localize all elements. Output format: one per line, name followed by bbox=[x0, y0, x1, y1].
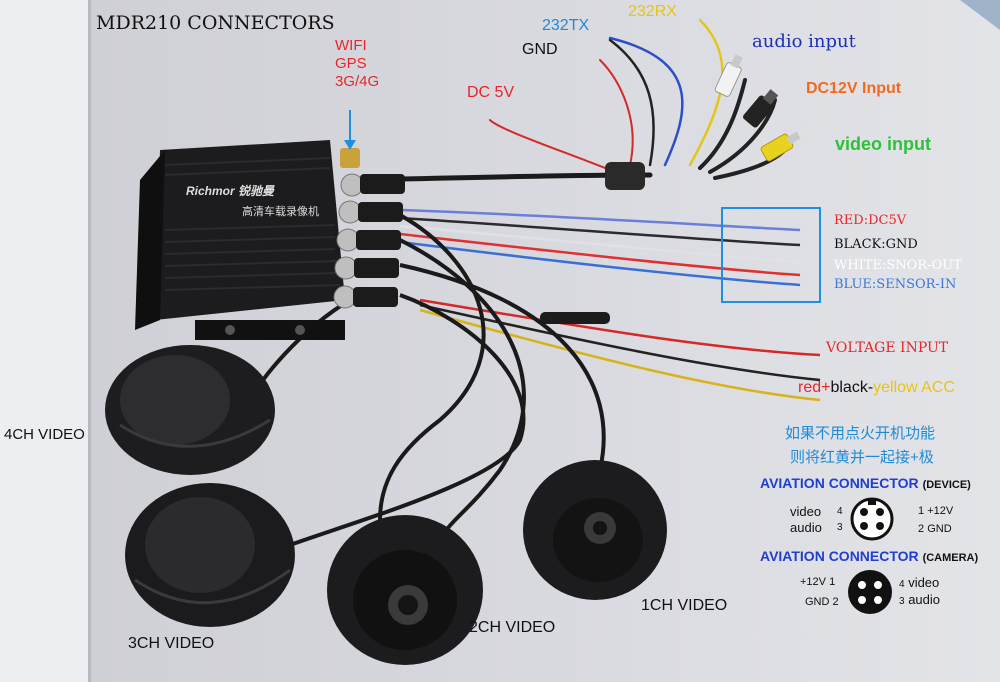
label-video-input: video input bbox=[835, 134, 931, 154]
pin-camera-video: 4 video bbox=[899, 576, 939, 590]
pin-camera-12v: +12V 1 bbox=[800, 577, 835, 588]
camera-1ch bbox=[523, 460, 667, 600]
sensor-box-outline bbox=[721, 207, 821, 303]
left-background bbox=[0, 0, 88, 682]
corner-object bbox=[960, 0, 1000, 30]
camera-cables bbox=[248, 213, 606, 547]
pin-camera-gnd-num: 2 bbox=[832, 596, 839, 608]
aviation-camera-title-text: AVIATION CONNECTOR bbox=[760, 548, 919, 564]
voltage-input-label: VOLTAGE INPUT bbox=[826, 340, 949, 356]
pin-camera-video-label: video bbox=[908, 575, 940, 590]
label-232tx: 232TX bbox=[542, 17, 590, 34]
pin-device-gnd: 2 GND bbox=[918, 524, 952, 535]
aviation-device-title-text: AVIATION CONNECTOR bbox=[760, 475, 919, 491]
label-audio-input: audio input bbox=[752, 31, 856, 52]
pin-camera-audio-label: audio bbox=[908, 592, 940, 607]
pin-device-12v: 1 +12V bbox=[918, 506, 953, 517]
pin-device-gnd-num: 2 bbox=[918, 523, 925, 535]
aviation-camera-suffix: (CAMERA) bbox=[922, 552, 979, 564]
label-232rx: 232RX bbox=[628, 3, 677, 20]
sensor-blue-label: BLUE:SENSOR-IN bbox=[834, 277, 957, 292]
acc-yellow: yellow ACC bbox=[873, 379, 955, 396]
audio-rca-plug bbox=[714, 54, 743, 97]
acc-label: red+black-yellow ACC bbox=[798, 380, 955, 396]
pin-device-12v-num: 1 bbox=[918, 505, 925, 517]
pin-camera-audio: 3 audio bbox=[899, 593, 940, 607]
pin-camera-12v-num: 1 bbox=[829, 576, 836, 588]
dc-plug bbox=[743, 89, 779, 128]
antenna-3g4g-label: 3G/4G bbox=[335, 73, 380, 90]
camera-2ch-label: 2CH VIDEO bbox=[469, 619, 556, 636]
antenna-arrow-head bbox=[344, 140, 356, 150]
fuse-holder bbox=[540, 312, 610, 324]
aviation-camera-diagram bbox=[848, 570, 892, 614]
antenna-labels: WIFI GPS 3G/4G bbox=[335, 37, 379, 91]
acc-black: black- bbox=[830, 379, 874, 396]
label-dc12v-input: DC12V Input bbox=[806, 80, 902, 97]
pin-device-gnd-label: GND bbox=[927, 523, 952, 535]
camera-1ch-label: 1CH VIDEO bbox=[641, 597, 728, 614]
sensor-wires bbox=[399, 208, 821, 402]
device-ports bbox=[333, 148, 405, 309]
aviation-device-diagram bbox=[850, 497, 894, 541]
device-subtitle: 高清车载录像机 bbox=[242, 206, 319, 218]
chinese-note-line1: 如果不用点火开机功能 bbox=[785, 425, 936, 442]
aviation-device-suffix: (DEVICE) bbox=[922, 479, 971, 491]
pin-camera-video-num: 4 bbox=[899, 579, 905, 590]
cable-junction bbox=[605, 162, 645, 190]
camera-4ch bbox=[105, 345, 275, 475]
pin-camera-audio-num: 3 bbox=[899, 596, 905, 607]
pin-device-12v-label: +12V bbox=[927, 505, 954, 517]
label-dc5v: DC 5V bbox=[467, 84, 515, 101]
video-rca-plug bbox=[760, 131, 801, 162]
camera-4ch-label: 4CH VIDEO bbox=[4, 426, 85, 443]
antenna-gps-label: GPS bbox=[335, 55, 367, 72]
pin-device-audio-label: audio bbox=[790, 520, 822, 535]
page-title: MDR210 CONNECTORS bbox=[96, 12, 335, 34]
sensor-black-label: BLACK:GND bbox=[834, 237, 918, 252]
photo-edge bbox=[88, 0, 91, 682]
pin-camera-gnd: GND 2 bbox=[805, 597, 839, 608]
pin-camera-gnd-label: GND bbox=[805, 596, 830, 608]
sensor-red-label: RED:DC5V bbox=[834, 213, 907, 228]
dvr-device bbox=[135, 140, 345, 340]
aviation-device-title: AVIATION CONNECTOR (DEVICE) bbox=[760, 476, 971, 491]
chinese-note-line2: 则将红黄并一起接+极 bbox=[790, 449, 934, 466]
antenna-wifi-label: WIFI bbox=[335, 37, 367, 54]
label-gnd: GND bbox=[522, 41, 558, 58]
camera-3ch bbox=[125, 483, 295, 627]
harness-cables bbox=[357, 18, 787, 183]
aviation-camera-title: AVIATION CONNECTOR (CAMERA) bbox=[760, 549, 978, 564]
pin-device-video-label: video bbox=[790, 504, 822, 519]
device-brand-cn: 锐驰曼 bbox=[238, 184, 275, 198]
pin-camera-12v-label: +12V bbox=[800, 576, 826, 588]
camera-3ch-label: 3CH VIDEO bbox=[128, 635, 215, 652]
sensor-white-label: WHITE:SNOR-OUT bbox=[834, 258, 962, 273]
pin-device-video-num: 4 bbox=[837, 506, 843, 517]
camera-2ch bbox=[327, 515, 483, 665]
device-brand: Richmor 锐驰曼 bbox=[186, 185, 274, 197]
acc-red: red+ bbox=[798, 379, 831, 396]
pin-device-audio-num: 3 bbox=[837, 522, 843, 533]
device-brand-en: Richmor bbox=[186, 184, 235, 198]
